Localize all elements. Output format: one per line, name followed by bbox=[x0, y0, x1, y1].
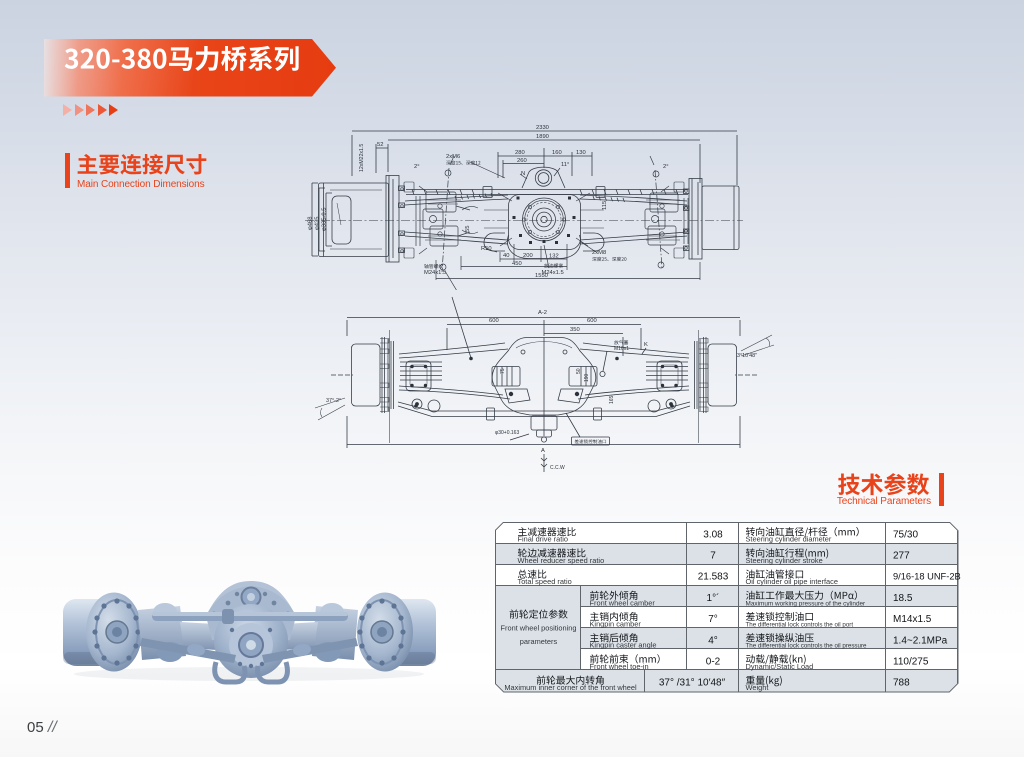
svg-text:M24x1.5: M24x1.5 bbox=[542, 270, 564, 276]
svg-text:788: 788 bbox=[893, 678, 910, 689]
svg-text:Final drive ratio: Final drive ratio bbox=[518, 535, 569, 544]
svg-text:C.C.W: C.C.W bbox=[550, 465, 565, 471]
svg-text:40: 40 bbox=[503, 253, 509, 259]
svg-text:260: 260 bbox=[517, 158, 527, 164]
svg-text:4°: 4° bbox=[708, 635, 718, 646]
svg-text:parameters: parameters bbox=[520, 637, 558, 646]
svg-text:55: 55 bbox=[465, 226, 471, 232]
svg-text:1550: 1550 bbox=[535, 273, 548, 279]
svg-text:K: K bbox=[644, 342, 648, 348]
svg-text:M14x1.5: M14x1.5 bbox=[893, 614, 932, 625]
svg-text:φ30+0.163: φ30+0.163 bbox=[495, 430, 519, 436]
svg-text:Weight: Weight bbox=[746, 683, 769, 692]
svg-text:2°: 2° bbox=[663, 164, 669, 170]
svg-text:277: 277 bbox=[893, 551, 910, 562]
svg-text:2xM6: 2xM6 bbox=[446, 154, 460, 160]
svg-text:52: 52 bbox=[377, 142, 383, 148]
svg-text:600: 600 bbox=[489, 318, 499, 324]
svg-text:R50: R50 bbox=[481, 246, 492, 252]
svg-text:7°: 7° bbox=[708, 614, 718, 625]
svg-text:600: 600 bbox=[587, 318, 597, 324]
svg-text:Front wheel toe-in: Front wheel toe-in bbox=[590, 662, 649, 671]
svg-text:Maximum inner corner of the fr: Maximum inner corner of the front wheel bbox=[504, 683, 637, 692]
svg-text:450: 450 bbox=[512, 261, 522, 267]
svg-text:Steering cylinder diameter: Steering cylinder diameter bbox=[746, 535, 832, 544]
svg-text:9/16-18 UNF-2B: 9/16-18 UNF-2B bbox=[893, 572, 961, 582]
svg-text:0-2: 0-2 bbox=[706, 657, 721, 668]
svg-text:37°-2°: 37°-2° bbox=[326, 398, 341, 404]
svg-text:75: 75 bbox=[500, 368, 506, 374]
svg-text:A-2: A-2 bbox=[538, 310, 547, 316]
svg-text:M10x1: M10x1 bbox=[614, 346, 629, 352]
svg-text:3.08: 3.08 bbox=[703, 529, 723, 540]
svg-text:130: 130 bbox=[576, 150, 586, 156]
svg-text:Front wheel positioning: Front wheel positioning bbox=[500, 624, 576, 633]
svg-text:1°´: 1°´ bbox=[707, 592, 720, 604]
svg-text:280: 280 bbox=[515, 150, 525, 156]
svg-text:φ335-0.5: φ335-0.5 bbox=[322, 208, 328, 231]
svg-text:1.4~2.1MPa: 1.4~2.1MPa bbox=[893, 635, 948, 646]
svg-text:2xM8: 2xM8 bbox=[592, 250, 606, 256]
svg-text:3°10′48″: 3°10′48″ bbox=[737, 353, 757, 359]
svg-text:Front wheel camber: Front wheel camber bbox=[590, 598, 656, 607]
svg-text:2330: 2330 bbox=[536, 125, 549, 131]
svg-text:Kingpin camber: Kingpin camber bbox=[590, 620, 642, 629]
svg-text:A: A bbox=[541, 448, 545, 454]
svg-text:φ468: φ468 bbox=[308, 217, 314, 230]
svg-text:Wheel reducer speed ratio: Wheel reducer speed ratio bbox=[518, 556, 605, 565]
svg-text:350: 350 bbox=[570, 327, 580, 333]
svg-text:N: N bbox=[521, 171, 525, 177]
svg-text:21.583: 21.583 bbox=[698, 572, 729, 583]
svg-text:7: 7 bbox=[710, 551, 716, 562]
svg-text:Maximum working pressure of th: Maximum working pressure of the cylinder bbox=[746, 600, 867, 607]
svg-text:11°: 11° bbox=[561, 162, 569, 168]
svg-text:50: 50 bbox=[576, 368, 582, 374]
svg-text:1890: 1890 bbox=[536, 134, 549, 140]
svg-text:18.5: 18.5 bbox=[893, 593, 913, 604]
svg-text:110/275: 110/275 bbox=[893, 657, 929, 668]
svg-text:160: 160 bbox=[552, 150, 562, 156]
svg-text:M24x1.5: M24x1.5 bbox=[424, 270, 446, 276]
svg-text:190: 190 bbox=[584, 373, 590, 382]
svg-text:12xM22x1.5: 12xM22x1.5 bbox=[359, 144, 365, 172]
svg-text:2°: 2° bbox=[414, 164, 420, 170]
svg-text:Total speed ratio: Total speed ratio bbox=[518, 577, 572, 586]
svg-text:Dynamic/Static Load: Dynamic/Static Load bbox=[746, 662, 814, 671]
svg-text:Kingpin caster angle: Kingpin caster angle bbox=[590, 641, 657, 650]
svg-text:37° /31° 10′48″: 37° /31° 10′48″ bbox=[659, 678, 726, 689]
svg-text:The differential lock controls: The differential lock controls the oil p… bbox=[746, 622, 854, 629]
svg-text:The differential lock controls: The differential lock controls the oil p… bbox=[746, 643, 868, 650]
svg-text:φ425: φ425 bbox=[315, 217, 321, 230]
svg-text:165: 165 bbox=[609, 395, 615, 404]
svg-text:132: 132 bbox=[549, 254, 559, 260]
svg-text:200: 200 bbox=[523, 253, 533, 259]
svg-text:Oil cylinder oil pipe interfac: Oil cylinder oil pipe interface bbox=[746, 577, 838, 586]
svg-text:75/30: 75/30 bbox=[893, 529, 918, 540]
svg-text:Steering cylinder stroke: Steering cylinder stroke bbox=[746, 556, 823, 565]
svg-text:115: 115 bbox=[602, 201, 608, 210]
